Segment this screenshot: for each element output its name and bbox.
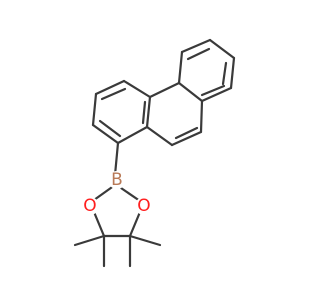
bond <box>200 86 233 103</box>
bond <box>208 38 236 60</box>
bond <box>92 183 117 202</box>
bond <box>116 125 149 145</box>
bond <box>128 234 162 247</box>
atom-background <box>135 197 153 215</box>
bond <box>92 210 106 238</box>
bond <box>145 95 152 129</box>
oxygen-atom-label-right: O <box>137 196 150 216</box>
oxygen-atom-label-left: O <box>83 196 96 216</box>
bond <box>145 125 174 147</box>
bond <box>91 92 98 127</box>
bond <box>98 119 122 138</box>
bond <box>174 126 199 140</box>
bond <box>128 210 142 238</box>
atom-background <box>81 197 99 215</box>
bond <box>221 61 228 86</box>
bond <box>229 56 236 90</box>
bond <box>199 99 204 134</box>
atom-background <box>108 171 126 189</box>
bonds <box>73 38 236 268</box>
bond <box>141 100 147 125</box>
bond <box>180 38 212 54</box>
bond <box>94 79 126 96</box>
bond <box>200 84 226 97</box>
bond <box>177 50 184 85</box>
bond <box>122 79 152 99</box>
bond <box>73 234 106 247</box>
bond <box>119 186 142 203</box>
molecule-diagram: B O O <box>73 38 236 268</box>
bond <box>91 123 120 145</box>
bond <box>148 81 181 99</box>
bond <box>100 87 127 101</box>
boron-atom-label: B <box>111 170 123 190</box>
structure-canvas: B O O <box>73 38 236 268</box>
bond <box>186 47 211 61</box>
bond <box>170 130 203 147</box>
bond <box>113 141 120 177</box>
bond <box>177 81 204 103</box>
atom-labels: B O O <box>81 170 153 216</box>
